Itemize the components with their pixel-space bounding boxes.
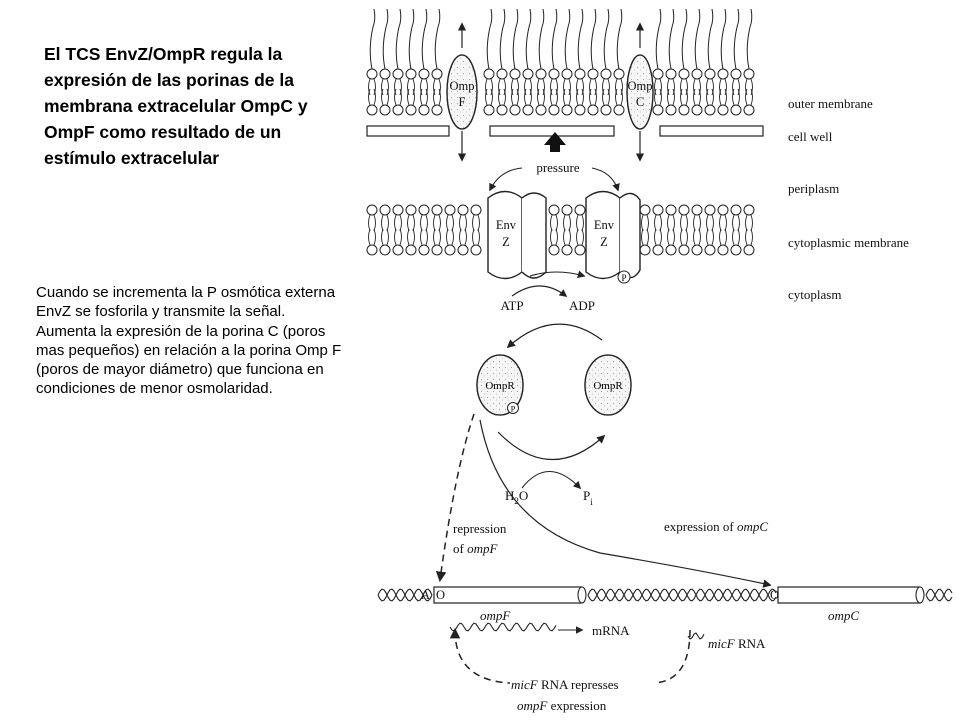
layer-periplasm: periplasm — [788, 181, 839, 196]
micf-repression-loop-left — [449, 627, 511, 684]
dna-strand — [377, 588, 953, 602]
micf-note-1: micF RNA represses — [511, 677, 619, 692]
envz-left-label-2: Z — [502, 235, 510, 249]
envz-left: Env Z — [487, 190, 547, 280]
dna-o-label-f: O — [436, 588, 445, 602]
expression-arrow — [479, 419, 772, 588]
porin-ompc: Omp C — [626, 22, 654, 162]
envz-phospho-label: P — [621, 273, 626, 283]
micf-note-2: ompF expression — [517, 698, 607, 713]
porin-c-label-1: Omp — [628, 79, 653, 93]
atp-label: ATP — [500, 298, 523, 313]
atp-adp-arrow — [511, 285, 568, 297]
repression-label-1: repression — [453, 521, 507, 536]
mrna-label: mRNA — [592, 623, 630, 638]
pi-label: Pi — [583, 488, 593, 507]
ompr-phospho-label: P — [511, 404, 516, 414]
pressure-indicator: pressure — [489, 132, 620, 192]
ompf-gene-label: ompF — [480, 608, 511, 623]
ompr-phosphorylated: OmpR P — [476, 354, 524, 416]
envz-right: Env Z P — [585, 190, 641, 284]
porin-ompf: Omp F — [446, 22, 478, 162]
gene-boxes: A O O ompF ompC — [421, 586, 925, 623]
phosphorylation-arrow — [506, 323, 603, 349]
ompr-p-label: OmpR — [485, 380, 515, 392]
porin-f-label-1: Omp — [450, 79, 475, 93]
outer-membrane — [366, 8, 755, 116]
layer-cytoplasmic-membrane: cytoplasmic membrane — [788, 235, 909, 250]
ompr-label: OmpR — [593, 380, 623, 392]
envz-phosphotransfer-arrow — [529, 270, 586, 279]
ompr-unphosphorylated: OmpR — [584, 354, 632, 416]
pressure-label: pressure — [536, 160, 580, 175]
slide-body-text: Cuando se incrementa la P osmótica exter… — [36, 284, 342, 398]
micf-rna — [687, 632, 705, 640]
layer-cytoplasm: cytoplasm — [788, 287, 841, 302]
layer-outer-membrane: outer membrane — [788, 96, 873, 111]
micf-repression-loop-right — [654, 629, 691, 684]
micf-rna-label: micF RNA — [708, 636, 766, 651]
cytoplasmic-membrane — [366, 204, 755, 256]
expression-label: expression of ompC — [664, 519, 768, 534]
envz-right-label-1: Env — [594, 218, 615, 232]
ompc-gene-label: ompC — [828, 608, 859, 623]
dna-o-label-c: O — [770, 588, 779, 602]
cell-wall — [366, 125, 764, 137]
repression-arrow — [435, 413, 475, 583]
dephosphorylation-arrow — [497, 431, 606, 461]
adp-label: ADP — [569, 298, 595, 313]
ompf-mrna — [449, 622, 557, 632]
envz-right-label-2: Z — [600, 235, 608, 249]
repression-label-2: of ompF — [453, 541, 498, 556]
layer-cell-wall: cell well — [788, 129, 833, 144]
porin-c-label-2: C — [636, 95, 644, 109]
dna-a-label: A — [421, 588, 430, 602]
slide-title: El TCS EnvZ/OmpR regula la expresión de … — [44, 44, 308, 168]
envz-left-label-1: Env — [496, 218, 517, 232]
hydrolysis-arrow — [521, 471, 582, 490]
porin-f-label-2: F — [459, 95, 466, 109]
